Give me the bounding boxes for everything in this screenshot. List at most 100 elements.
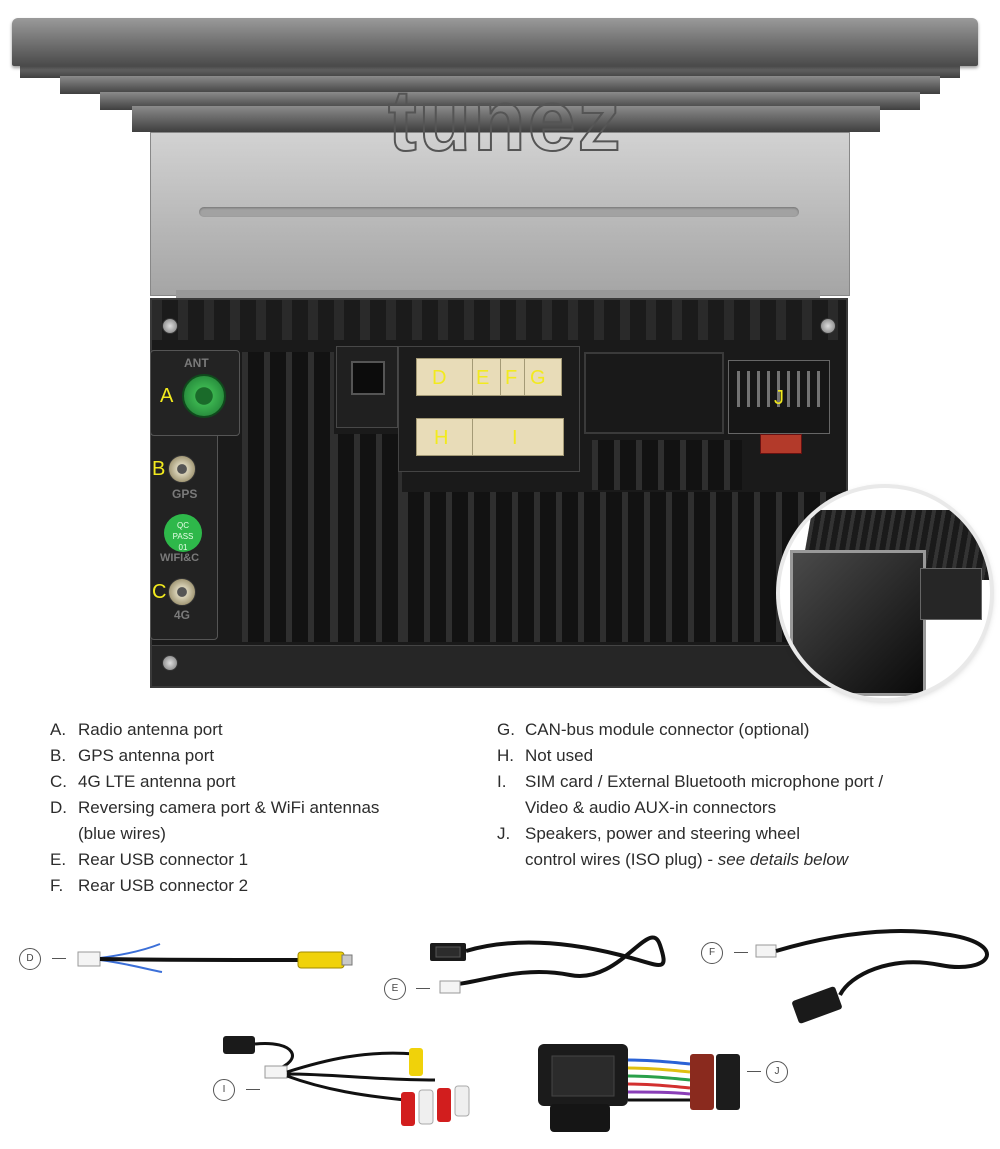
legend-key: G.	[497, 717, 515, 743]
legend-item: control wires (ISO plug) - see details b…	[497, 847, 937, 873]
legend-key: J.	[497, 821, 510, 847]
blue-wire	[628, 1060, 690, 1064]
cooling-fins	[242, 352, 334, 642]
purple-wire	[628, 1092, 690, 1094]
legend-item: G. CAN-bus module connector (optional)	[497, 717, 937, 743]
port-letter-b: B	[152, 459, 165, 479]
sim-cover-plate	[584, 352, 724, 434]
usb-port-opening	[436, 947, 460, 957]
iso-harness	[530, 1030, 745, 1140]
legend-item: J. Speakers, power and steering wheel	[497, 821, 937, 847]
cooling-fins	[332, 434, 402, 642]
black-wire	[450, 937, 664, 985]
red-wire	[628, 1084, 690, 1088]
legend-item: B. GPS antenna port	[50, 743, 470, 769]
watermark-logo: tunez	[388, 78, 623, 164]
legend-text: Radio antenna port	[78, 720, 223, 739]
port-letter-g: G	[530, 368, 546, 388]
harness-plug	[78, 952, 100, 966]
black-wire	[287, 1053, 415, 1072]
gps-label: GPS	[172, 487, 197, 501]
av-harness-cable	[215, 1030, 475, 1140]
legend-text: GPS antenna port	[78, 746, 214, 765]
legend-item: D.Reversing camera port & WiFi antennas	[50, 795, 470, 821]
legend-item: I. SIM card / External Bluetooth micropho…	[497, 769, 937, 795]
legend-text: Rear USB connector 1	[78, 850, 248, 869]
yellow-rca-plug	[298, 952, 344, 968]
legend-left: A.Radio antenna port B.GPS antenna port …	[50, 717, 470, 899]
red-rca-plug	[401, 1092, 415, 1126]
qc-pass-sticker: QC PASS 01	[164, 514, 202, 552]
connector-i	[472, 418, 564, 456]
wifi-label: WIFI&C	[160, 552, 199, 564]
usb-cable-2	[750, 915, 1000, 1025]
side-view-inset	[780, 488, 990, 698]
legend-text: Speakers, power and steering wheel	[525, 824, 800, 843]
legend-right: G.CAN-bus module connector (optional) H.…	[497, 717, 937, 873]
sim-module	[223, 1036, 255, 1054]
radio-antenna-port	[182, 374, 226, 418]
leader-line	[734, 952, 748, 953]
panel-top-strip	[152, 300, 846, 340]
rca-tip	[342, 955, 352, 965]
legend-item: C. 4G LTE antenna port	[50, 769, 470, 795]
blue-wire	[100, 960, 162, 972]
usb-cable-1	[420, 925, 690, 1015]
legend-item: A.Radio antenna port	[50, 717, 470, 743]
red-rca-plug	[437, 1088, 451, 1122]
legend-key: I.	[497, 769, 506, 795]
port-letter-d: D	[432, 368, 446, 388]
housing-edge	[176, 290, 820, 298]
white-rca-plug	[419, 1090, 433, 1124]
panel-bottom-strip	[152, 645, 846, 686]
lte-label: 4G	[174, 608, 190, 622]
product-photo: tunez ANT A GPS B QC PASS 01 WIFI&C 4G C…	[0, 0, 1000, 700]
legend-item: (blue wires)	[50, 821, 470, 847]
legend-text: Not used	[525, 746, 593, 765]
legend-key: E.	[50, 847, 66, 873]
harness-plug	[756, 945, 776, 957]
cooling-fins	[592, 440, 742, 490]
screw	[162, 318, 178, 334]
port-letter-a: A	[160, 386, 173, 406]
blue-wire	[100, 944, 160, 958]
green-wire	[628, 1076, 690, 1080]
legend-key: B.	[50, 743, 66, 769]
optical-port	[336, 346, 398, 428]
legend-text: Video & audio AUX-in connectors	[525, 798, 776, 817]
port-letter-e: E	[476, 368, 489, 388]
yellow-wire	[628, 1068, 690, 1072]
port-letter-f: F	[505, 368, 517, 388]
accessory-label-d: D	[19, 948, 41, 970]
legend-key: C.	[50, 769, 67, 795]
yellow-rca-plug	[409, 1048, 423, 1076]
gps-antenna-port	[168, 455, 196, 483]
port-letter-j: J	[774, 388, 784, 408]
ant-label: ANT	[184, 356, 209, 370]
screw	[162, 655, 178, 671]
housing-slot	[199, 207, 799, 217]
black-wire	[100, 959, 300, 960]
legend-key: D.	[50, 795, 67, 821]
legend-key: F.	[50, 873, 63, 899]
sticker-line: QC	[164, 520, 202, 531]
iso-plug-black-small	[716, 1054, 740, 1110]
leader-line	[52, 958, 66, 959]
accessory-label-f: F	[701, 942, 723, 964]
port-letter-c: C	[152, 582, 166, 602]
legend-text: SIM card / External Bluetooth microphone…	[525, 772, 883, 791]
legend-emphasis: see details below	[718, 850, 848, 869]
cooling-fins	[402, 492, 842, 642]
accessory-label-j: J	[766, 1061, 788, 1083]
legend-item: Video & audio AUX-in connectors	[497, 795, 937, 821]
legend-text: CAN-bus module connector (optional)	[525, 720, 809, 739]
legend-text: Rear USB connector 2	[78, 876, 248, 895]
legend-text: (blue wires)	[78, 824, 166, 843]
accessory-label-e: E	[384, 978, 406, 1000]
legend-text: control wires (ISO plug) -	[525, 850, 718, 869]
port-letter-h: H	[434, 428, 448, 448]
legend-text: 4G LTE antenna port	[78, 772, 236, 791]
lte-antenna-port	[168, 578, 196, 606]
iso-pin-grid	[552, 1056, 614, 1096]
screen-top-edge	[12, 18, 978, 66]
